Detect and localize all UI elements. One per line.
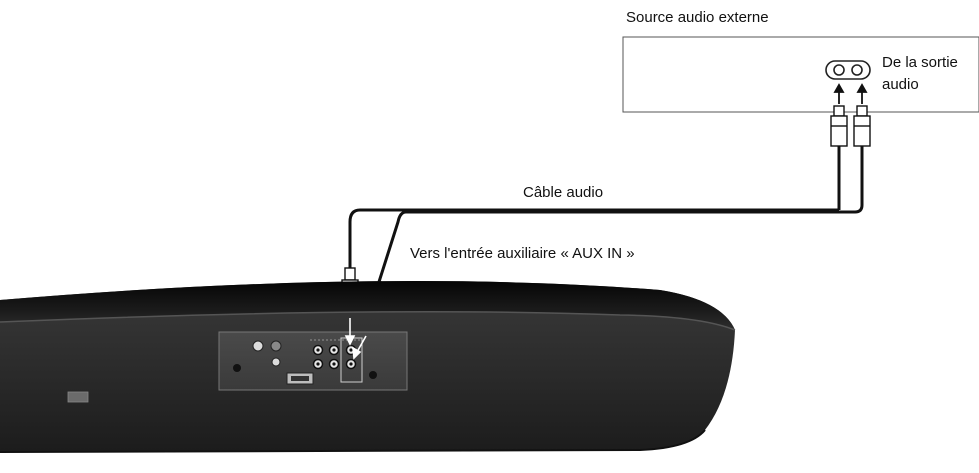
aux-input-label: Vers l'entrée auxiliaire « AUX IN »	[410, 245, 635, 262]
device-badge	[67, 391, 89, 403]
arrow-up-icon	[833, 83, 868, 104]
audio-output-label-line2: audio	[882, 76, 919, 93]
audio-output-label-line1: De la sortie	[882, 54, 958, 71]
external-source-label: Source audio externe	[626, 9, 769, 26]
external-source-box	[622, 36, 979, 113]
connector-panel	[218, 331, 408, 391]
audio-cable-label: Câble audio	[523, 184, 604, 201]
rca-plug-icon	[830, 105, 871, 147]
audio-output-jack-icon	[825, 60, 871, 80]
arrow-down-icon	[344, 318, 367, 360]
audio-cable	[348, 146, 864, 286]
audio-output-label: De la sortie audio	[882, 52, 958, 96]
